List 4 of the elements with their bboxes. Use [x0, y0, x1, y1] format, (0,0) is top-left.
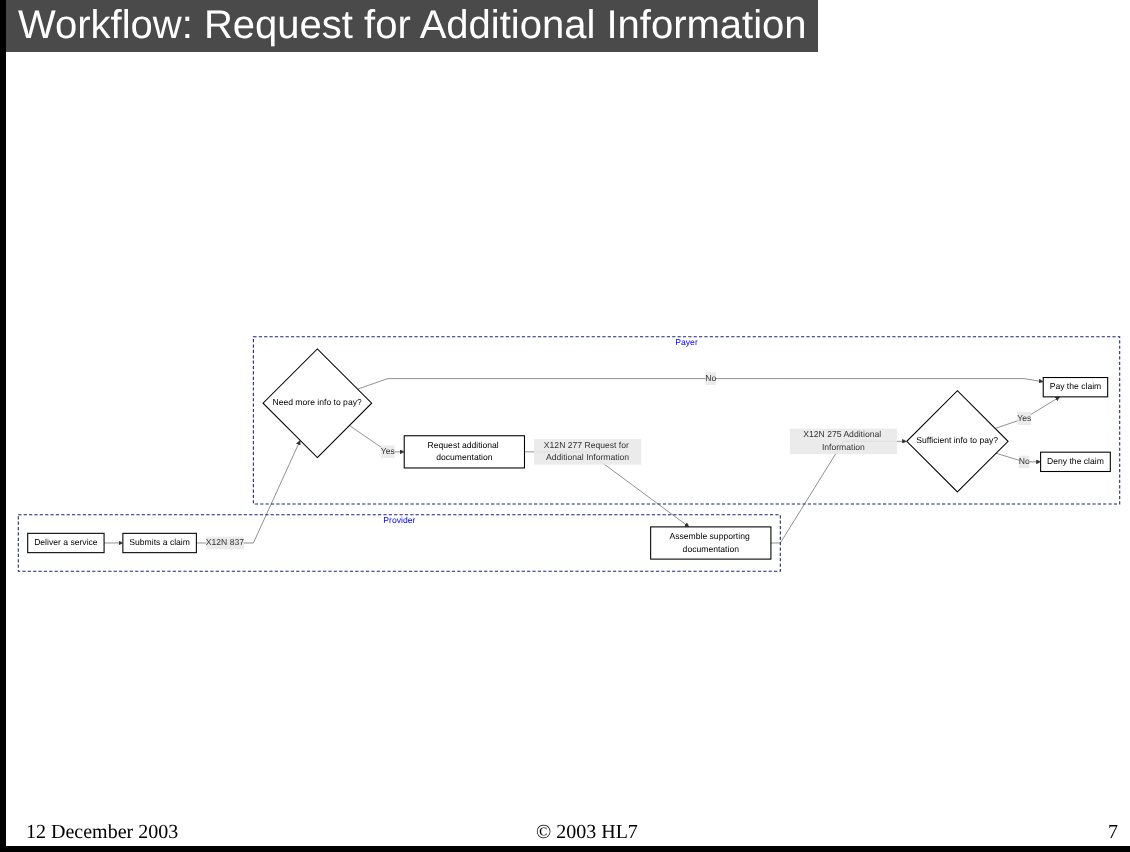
footer-date: 12 December 2003	[26, 822, 179, 844]
page-number: 7	[1108, 822, 1118, 844]
title: Workflow: Request for Additional Information	[6, 0, 819, 52]
footer-copyright: © 2003 HL7	[536, 822, 638, 844]
